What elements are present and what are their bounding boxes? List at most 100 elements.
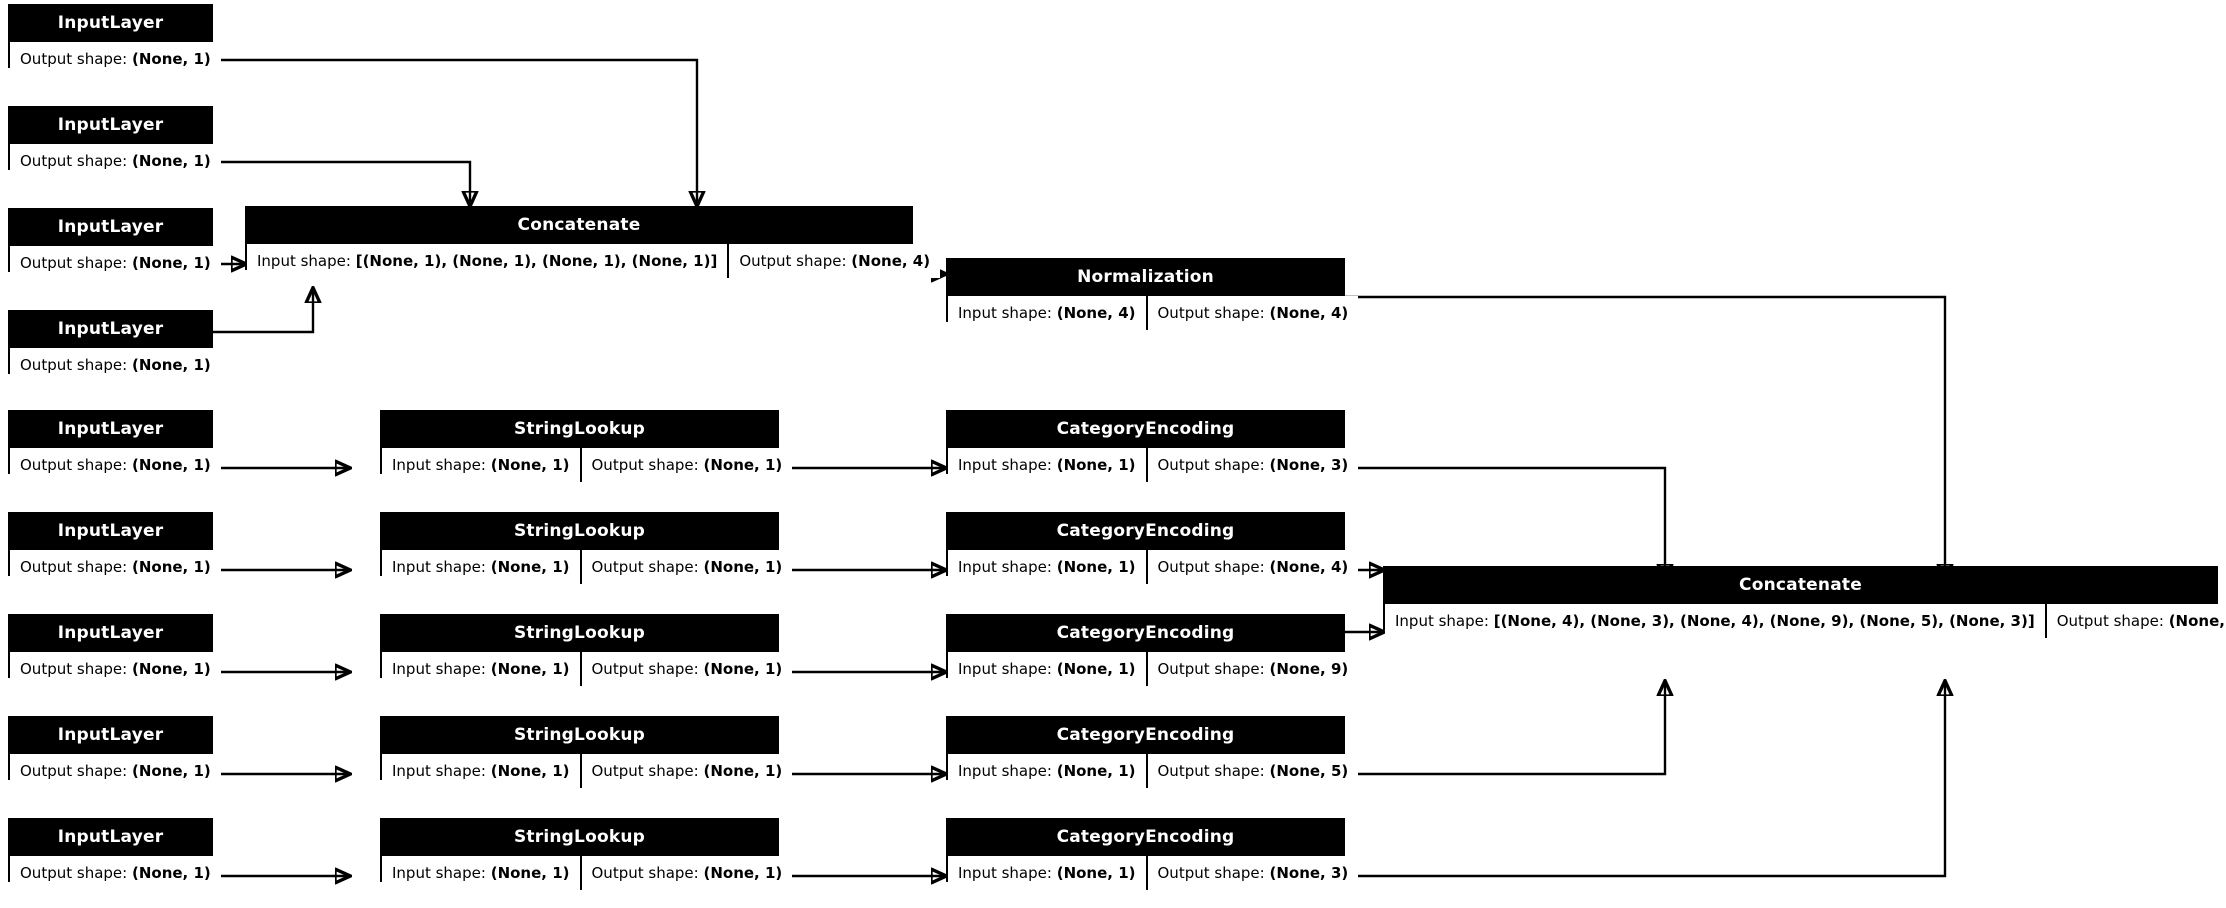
input-shape-label: Input shape: [392,762,486,780]
output-shape-cell: Output shape: (None, 1) [10,348,221,382]
node-title: InputLayer [10,514,211,548]
output-shape-cell: Output shape: (None, 1) [579,856,793,890]
node-input-layer-1[interactable]: InputLayer Output shape: (None, 1) [8,4,221,76]
output-shape-cell: Output shape: (None, 1) [10,144,221,178]
output-shape-label: Output shape: [20,356,128,374]
node-concatenate-all[interactable]: Concatenate Input shape: [(None, 4), (No… [1383,566,2226,638]
node-shape-row: Output shape: (None, 1) [10,854,221,890]
node-shape-row: Output shape: (None, 1) [10,752,221,788]
output-shape-value: (None, 4) [1269,558,1349,576]
input-shape-cell: Input shape: (None, 1) [948,448,1146,482]
node-title: StringLookup [382,616,777,650]
edge-input2-concat [213,160,470,205]
node-category-encoding-3[interactable]: CategoryEncoding Input shape: (None, 1) … [946,614,1359,686]
input-shape-label: Input shape: [958,456,1052,474]
input-shape-cell: Input shape: (None, 1) [948,856,1146,890]
node-shape-row: Output shape: (None, 1) [10,346,221,382]
output-shape-value: (None, 1) [131,762,211,780]
node-shape-row: Input shape: [(None, 4), (None, 3), (Non… [1385,602,2226,638]
node-input-layer-5[interactable]: InputLayer Output shape: (None, 1) [8,410,221,482]
node-normalization[interactable]: Normalization Input shape: (None, 4) Out… [946,258,1359,330]
output-shape-label: Output shape: [20,762,128,780]
input-shape-label: Input shape: [958,660,1052,678]
input-shape-label: Input shape: [958,864,1052,882]
node-title: StringLookup [382,514,777,548]
node-input-layer-7[interactable]: InputLayer Output shape: (None, 1) [8,614,221,686]
output-shape-cell: Output shape: (None, 4) [1145,550,1359,584]
output-shape-label: Output shape: [20,254,128,272]
node-string-lookup-2[interactable]: StringLookup Input shape: (None, 1) Outp… [380,512,793,584]
output-shape-label: Output shape: [20,660,128,678]
node-shape-row: Input shape: (None, 1) Output shape: (No… [382,548,793,584]
node-input-layer-2[interactable]: InputLayer Output shape: (None, 1) [8,106,221,178]
input-shape-cell: Input shape: [(None, 4), (None, 3), (Non… [1385,604,2045,638]
node-title: StringLookup [382,820,777,854]
node-title: InputLayer [10,412,211,446]
output-shape-value: (None, 1) [131,356,211,374]
node-category-encoding-4[interactable]: CategoryEncoding Input shape: (None, 1) … [946,716,1359,788]
input-shape-value: (None, 1) [490,864,570,882]
node-string-lookup-3[interactable]: StringLookup Input shape: (None, 1) Outp… [380,614,793,686]
input-shape-value: (None, 4) [1056,304,1136,322]
node-string-lookup-4[interactable]: StringLookup Input shape: (None, 1) Outp… [380,716,793,788]
output-shape-cell: Output shape: (None, 9) [1145,652,1359,686]
node-input-layer-4[interactable]: InputLayer Output shape: (None, 1) [8,310,221,382]
node-shape-row: Output shape: (None, 1) [10,548,221,584]
node-title: InputLayer [10,210,211,244]
edge-encode5-concatall [1345,682,1945,878]
node-title: CategoryEncoding [948,718,1343,752]
node-shape-row: Output shape: (None, 1) [10,40,221,76]
input-shape-value: (None, 1) [1056,660,1136,678]
output-shape-cell: Output shape: (None, 3) [1145,448,1359,482]
input-shape-label: Input shape: [392,864,486,882]
output-shape-value: (None, 1) [131,660,211,678]
node-input-layer-6[interactable]: InputLayer Output shape: (None, 1) [8,512,221,584]
node-input-layer-8[interactable]: InputLayer Output shape: (None, 1) [8,716,221,788]
output-shape-value: (None, 1) [703,762,783,780]
input-shape-label: Input shape: [1395,612,1489,630]
output-shape-label: Output shape: [20,152,128,170]
output-shape-cell: Output shape: (None, 28) [2044,604,2226,638]
node-shape-row: Output shape: (None, 1) [10,244,221,280]
output-shape-label: Output shape: [20,50,128,68]
output-shape-value: (None, 3) [1269,456,1349,474]
output-shape-cell: Output shape: (None, 1) [10,754,221,788]
node-string-lookup-5[interactable]: StringLookup Input shape: (None, 1) Outp… [380,818,793,890]
output-shape-cell: Output shape: (None, 5) [1145,754,1359,788]
node-title: InputLayer [10,6,211,40]
input-shape-value: (None, 1) [490,558,570,576]
input-shape-cell: Input shape: [(None, 1), (None, 1), (Non… [247,244,728,278]
node-category-encoding-5[interactable]: CategoryEncoding Input shape: (None, 1) … [946,818,1359,890]
input-shape-cell: Input shape: (None, 1) [948,550,1146,584]
node-input-layer-9[interactable]: InputLayer Output shape: (None, 1) [8,818,221,890]
output-shape-value: (None, 9) [1269,660,1349,678]
node-shape-row: Input shape: (None, 1) Output shape: (No… [948,548,1359,584]
input-shape-cell: Input shape: (None, 1) [382,754,580,788]
node-title: CategoryEncoding [948,514,1343,548]
output-shape-value: (None, 1) [131,152,211,170]
input-shape-cell: Input shape: (None, 1) [382,448,580,482]
input-shape-cell: Input shape: (None, 1) [382,550,580,584]
node-string-lookup-1[interactable]: StringLookup Input shape: (None, 1) Outp… [380,410,793,482]
node-shape-row: Input shape: (None, 1) Output shape: (No… [382,650,793,686]
node-shape-row: Input shape: (None, 1) Output shape: (No… [948,446,1359,482]
output-shape-value: (None, 1) [131,456,211,474]
output-shape-value: (None, 3) [1269,864,1349,882]
node-shape-row: Output shape: (None, 1) [10,446,221,482]
node-category-encoding-1[interactable]: CategoryEncoding Input shape: (None, 1) … [946,410,1359,482]
output-shape-label: Output shape: [2056,612,2164,630]
node-title: InputLayer [10,312,211,346]
node-shape-row: Input shape: (None, 1) Output shape: (No… [948,854,1359,890]
output-shape-label: Output shape: [1157,558,1265,576]
node-category-encoding-2[interactable]: CategoryEncoding Input shape: (None, 1) … [946,512,1359,584]
node-input-layer-3[interactable]: InputLayer Output shape: (None, 1) [8,208,221,280]
output-shape-value: (None, 4) [1269,304,1349,322]
input-shape-label: Input shape: [392,456,486,474]
output-shape-value: (None, 1) [131,558,211,576]
input-shape-value: (None, 1) [490,762,570,780]
node-shape-row: Input shape: (None, 4) Output shape: (No… [948,294,1359,330]
input-shape-label: Input shape: [958,762,1052,780]
edge-input1-concat [213,58,697,205]
edge-encode1-concatall [1345,466,1665,578]
node-concatenate-numeric[interactable]: Concatenate Input shape: [(None, 1), (No… [245,206,941,278]
